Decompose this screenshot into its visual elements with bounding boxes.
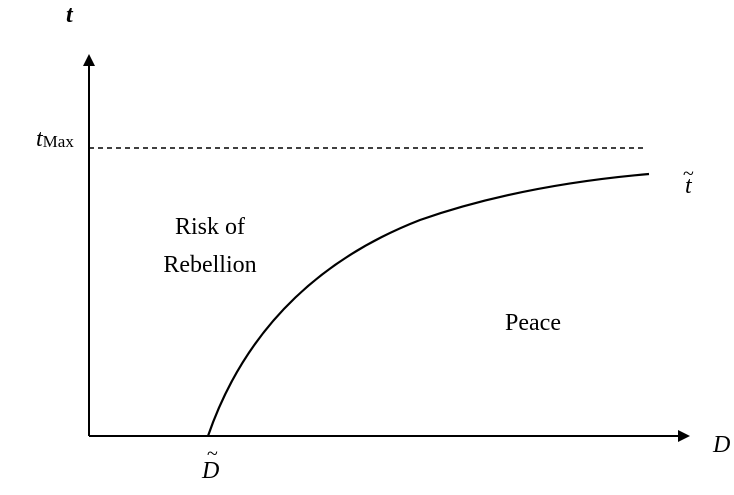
x-threshold-label-accent: ~ bbox=[207, 443, 218, 465]
tmax-label: tMax bbox=[36, 126, 74, 152]
x-threshold-label: D bbox=[201, 458, 219, 484]
x-axis-label: D bbox=[712, 432, 730, 458]
curve-label-accent: ~ bbox=[683, 163, 694, 185]
tmax-symbol: t bbox=[36, 126, 44, 152]
region-label-risk-line2: Rebellion bbox=[163, 252, 256, 278]
region-label-peace: Peace bbox=[505, 310, 561, 336]
region-label-risk-line1: Risk of bbox=[175, 214, 245, 240]
curve-label: t bbox=[685, 173, 693, 199]
y-axis-label: t bbox=[66, 2, 74, 28]
tmax-subscript: Max bbox=[43, 132, 75, 151]
threshold-curve bbox=[206, 172, 650, 437]
